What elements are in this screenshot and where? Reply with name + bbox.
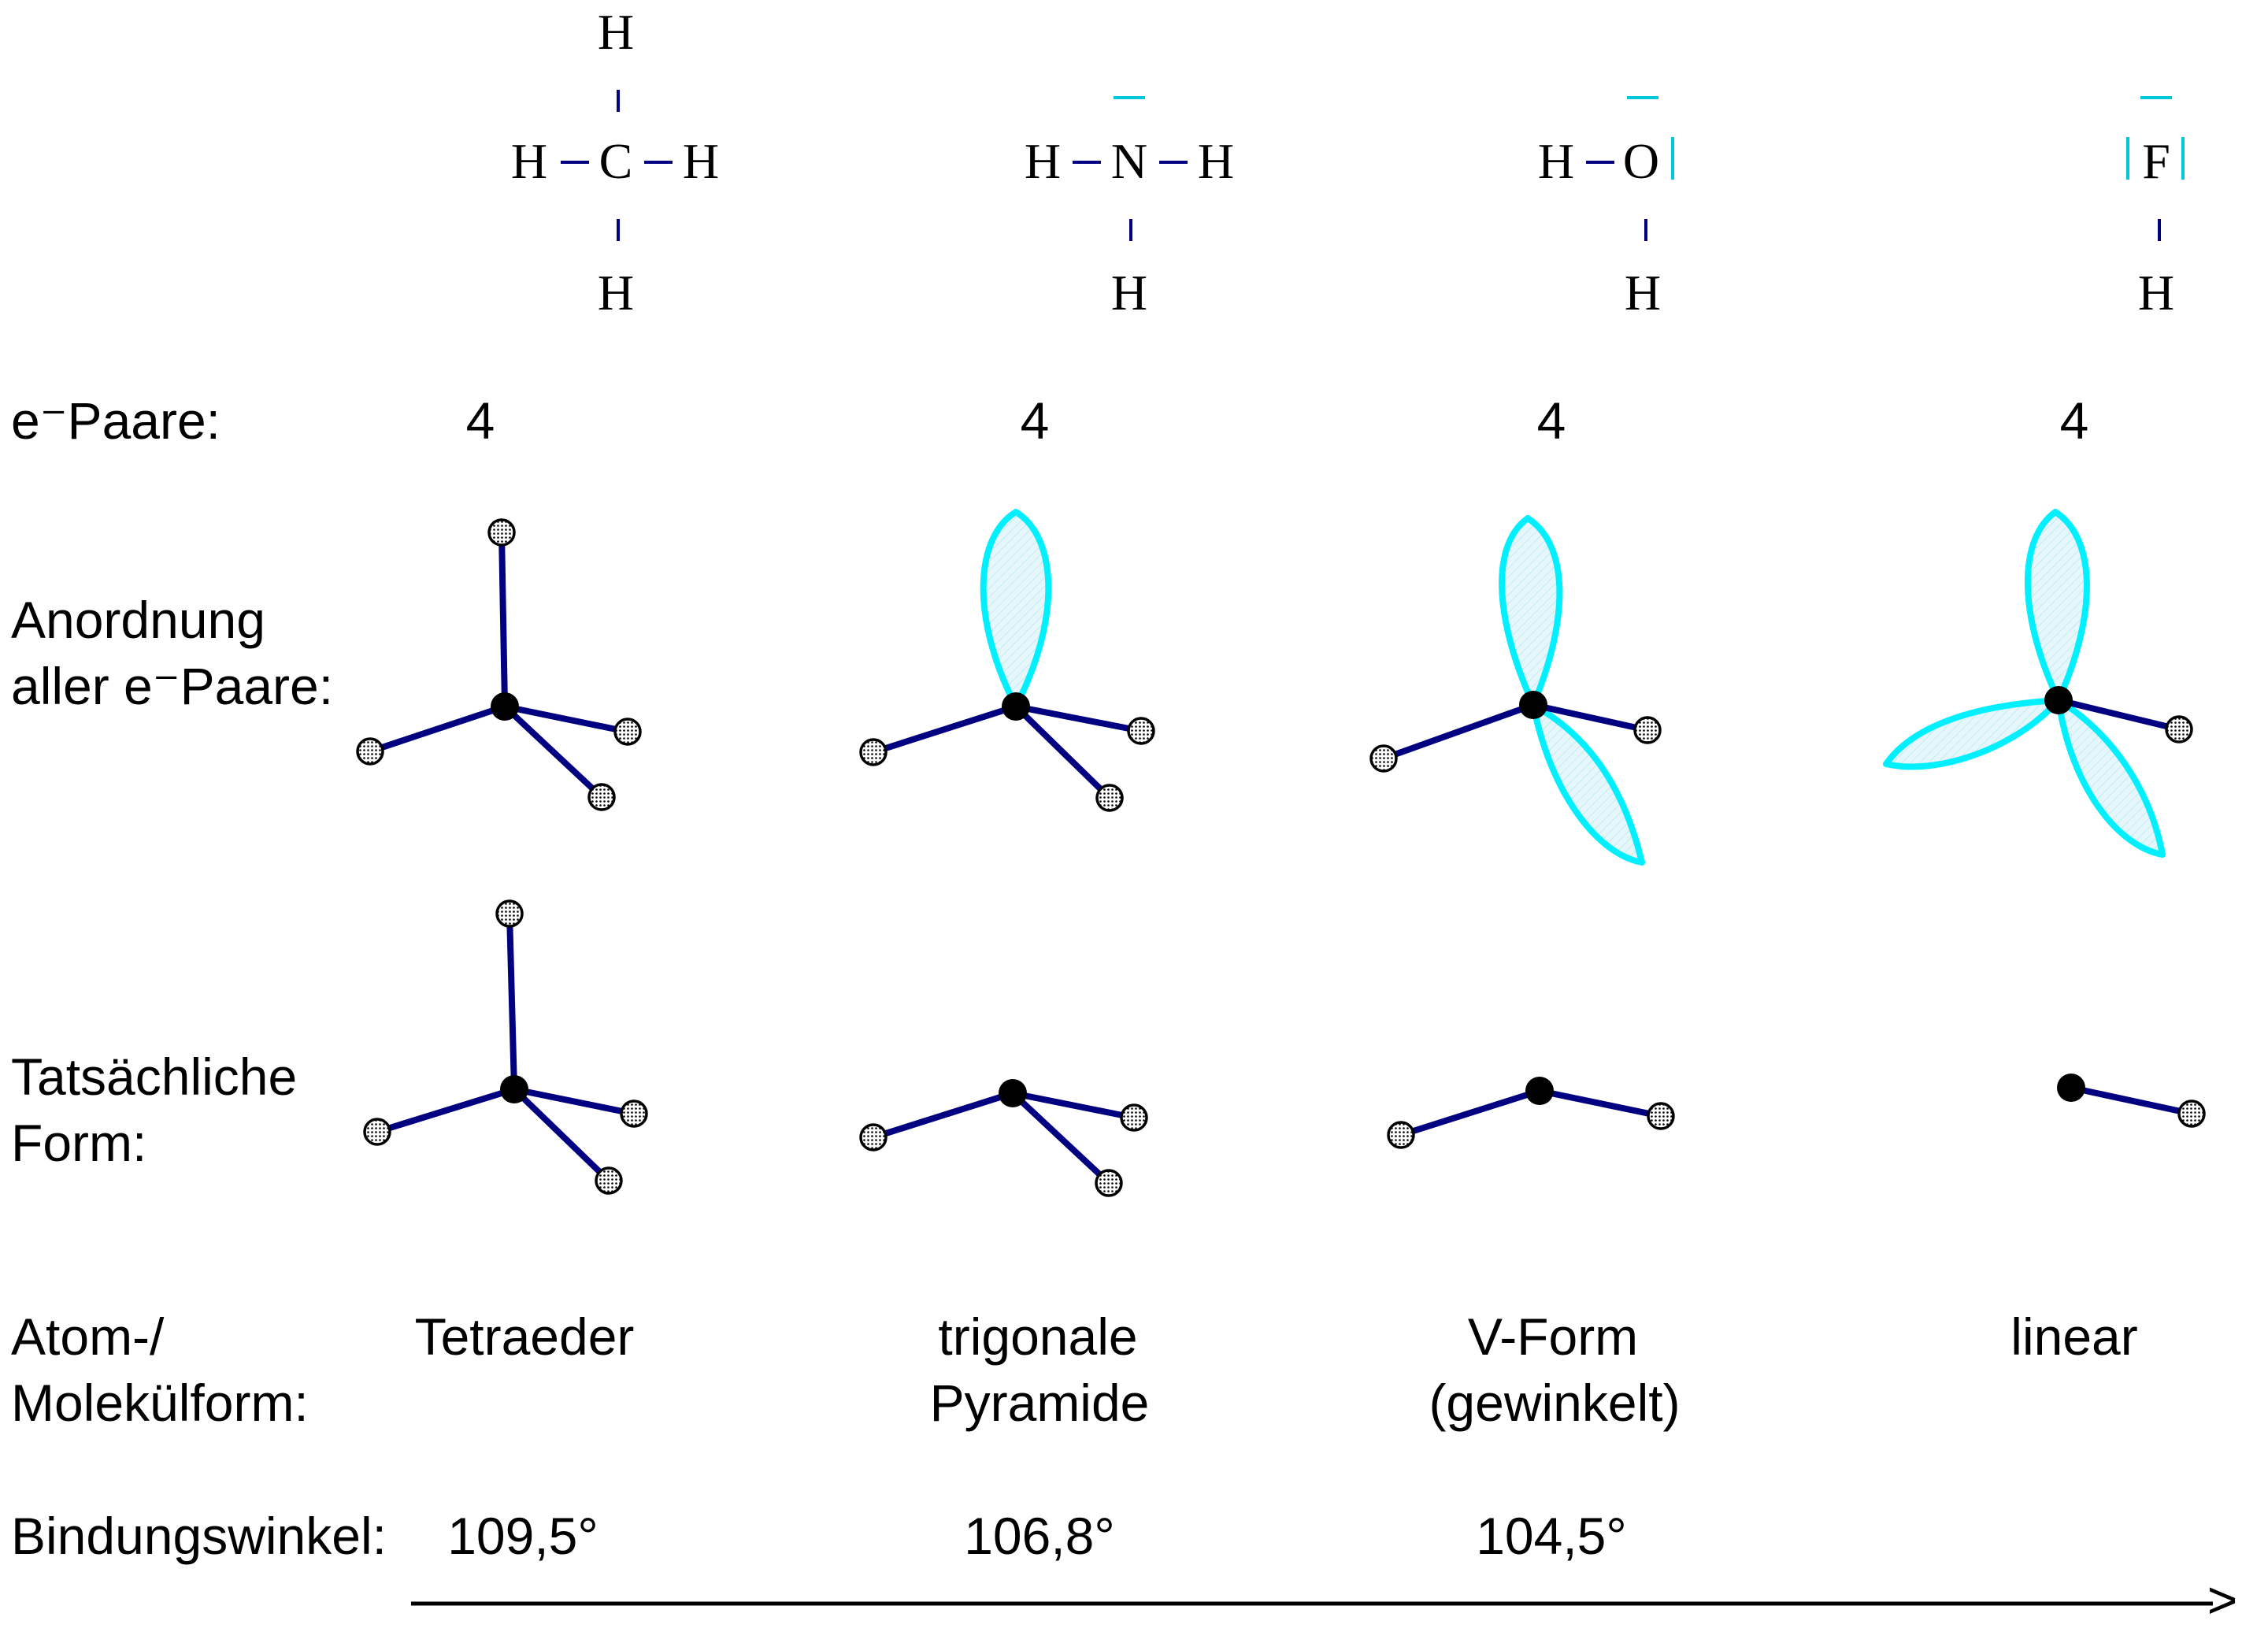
row-label-shape-line1: Atom-/ [11, 1307, 165, 1366]
pair-count: 4 [1021, 391, 1050, 450]
row-label-pairs: e⁻Paare: [11, 391, 220, 450]
hydrogen-atom [487, 518, 516, 547]
lone-pair-lobe [2024, 509, 2090, 703]
row-label-angle: Bindungswinkel: [11, 1507, 387, 1565]
hydrogen-atom [613, 718, 642, 746]
pair-count: 4 [2060, 391, 2089, 450]
lewis-atom-right: H [683, 133, 719, 189]
lewis-atom-bottom: H [1111, 265, 1147, 321]
row-label-actual-line1: Tatsächliche [11, 1048, 297, 1106]
arrangement-model [356, 518, 642, 811]
arrangement-model [1883, 509, 2193, 858]
pair-count: 4 [1537, 391, 1566, 450]
lone-pair-lobe [1883, 697, 2062, 770]
hydrogen-atom [620, 1100, 648, 1128]
hydrogen-atom [587, 783, 616, 811]
shape-name-line2: Pyramide [930, 1374, 1150, 1432]
central-atom [1519, 691, 1547, 719]
central-atom [491, 692, 519, 721]
row-label-arrangement-line2: aller e⁻Paare: [11, 657, 333, 715]
lone-pair-lobe [1499, 515, 1563, 708]
shape-name-line1: trigonale [938, 1307, 1137, 1366]
hydrogen-atom [1095, 1169, 1123, 1197]
hydrogen-atom [1120, 1103, 1148, 1132]
molecule-hydrogen-fluoride: F H 4 linear [1883, 96, 2206, 1366]
central-atom [2057, 1074, 2085, 1102]
central-atom [1002, 692, 1030, 721]
shape-name-line1: V-Form [1468, 1307, 1638, 1366]
lewis-structure-hydrogen-fluoride: F H [2126, 96, 2185, 321]
hydrogen-atom [363, 1118, 391, 1146]
hydrogen-atom [495, 899, 524, 928]
central-atom [999, 1079, 1027, 1107]
lewis-atom-center: O [1623, 133, 1659, 189]
shape-name-line2: (gewinkelt) [1429, 1374, 1680, 1432]
actual-shape-model [859, 1079, 1148, 1197]
row-label-shape-line2: Molekülform: [11, 1374, 309, 1432]
shape-name-line1: Tetraeder [415, 1307, 635, 1366]
hydrogen-atom [1387, 1121, 1415, 1149]
lewis-atom-center: N [1111, 133, 1147, 189]
lewis-atom-left: H [1538, 133, 1574, 189]
arrangement-model [1369, 515, 1662, 866]
central-atom [2044, 686, 2073, 714]
hydrogen-atom [1095, 784, 1124, 812]
hydrogen-atom [595, 1166, 623, 1195]
hydrogen-atom [1127, 717, 1155, 745]
trend-arrow-head: > [2207, 1571, 2238, 1628]
lewis-atom-bottom: H [1625, 265, 1661, 321]
lewis-structure-water: H O H [1538, 96, 1674, 321]
central-atom [1525, 1077, 1554, 1105]
row-label-arrangement-line1: Anordnung [11, 591, 265, 649]
actual-shape-model [1387, 1077, 1675, 1149]
lewis-atom-bottom: H [598, 265, 634, 321]
lewis-structure-methane: H H C H H [511, 4, 719, 321]
lewis-structure-ammonia: H N H H [1025, 96, 1234, 321]
lewis-atom-left: H [1025, 133, 1061, 189]
bond-angle: 106,8° [964, 1507, 1115, 1565]
lewis-atom-center: F [2142, 133, 2170, 189]
lone-pair-lobe [980, 509, 1052, 710]
hydrogen-atom [356, 737, 384, 766]
bond-angle: 104,5° [1476, 1507, 1627, 1565]
hydrogen-atom [859, 738, 888, 766]
trend-arrow: > [411, 1571, 2237, 1628]
hydrogen-atom [2177, 1100, 2206, 1128]
lewis-atom-center: C [599, 133, 633, 189]
hydrogen-atom [2165, 715, 2193, 744]
lewis-atom-top: H [598, 4, 634, 60]
lewis-atom-right: H [1198, 133, 1234, 189]
hydrogen-atom [1369, 744, 1398, 773]
lewis-atom-left: H [511, 133, 547, 189]
arrangement-model [859, 509, 1155, 812]
central-atom [500, 1075, 528, 1103]
pair-count: 4 [466, 391, 495, 450]
shape-name-line1: linear [2010, 1307, 2137, 1366]
lewis-atom-bottom: H [2138, 265, 2174, 321]
hydrogen-atom [1647, 1102, 1675, 1130]
hydrogen-atom [859, 1123, 888, 1151]
molecule-water: H O H 4 V-Form (gewinkelt) 104,5° [1369, 96, 1681, 1565]
row-label-actual-line2: Form: [11, 1114, 146, 1172]
molecule-ammonia: H N H H 4 trigonale [859, 96, 1234, 1565]
lone-pair-lobe [2055, 697, 2166, 858]
molecule-methane: H H C H H 4 [356, 4, 719, 1565]
lone-pair-lobe [1530, 702, 1645, 866]
actual-shape-model [363, 899, 648, 1195]
hydrogen-atom [1633, 716, 1662, 744]
actual-shape-model [2057, 1074, 2206, 1128]
bond-angle: 109,5° [447, 1507, 598, 1565]
